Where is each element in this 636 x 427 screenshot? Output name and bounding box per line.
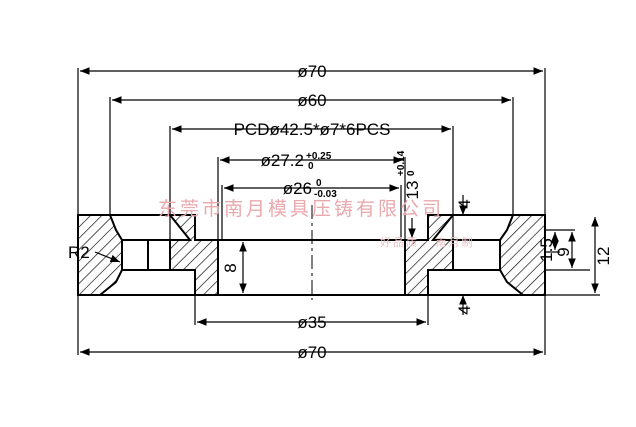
dim-9: 9 [554,247,573,256]
dim-diameter-60: ø60 [297,91,326,110]
dim-outer-70-top: ø70 [297,62,326,81]
dim-outer-70-bottom: ø70 [297,343,326,362]
dim-step-4-top: 4 [455,199,474,208]
watermark-subtext: 好品质 · 南月制 [380,235,475,249]
dim-pcd: PCDø42.5*ø7*6PCS [234,120,391,139]
dim-bore-27-tol-lower: 0 [308,161,314,172]
left-hub [122,239,149,271]
watermark-company: 东莞市南月模具压铸有限公司 [158,198,444,220]
dim-height-8: 8 [221,263,240,272]
dim-bore-27: ø27.2 [261,151,304,170]
dim-groove-13-tol-lower: 0 [406,170,417,176]
dim-12: 12 [594,247,613,266]
dim-diameter-35: ø35 [297,313,326,332]
dim-bore-26-tol-upper: 0 [316,178,322,189]
dim-radius: R2 [68,243,90,262]
dim-groove-13: 13 [403,181,422,200]
dim-1-5: 1.5 [537,238,556,262]
dim-bore-26-tol-lower: -0.03 [314,189,337,200]
dim-bore-26: ø26 [283,179,312,198]
dim-step-4-bottom: 4 [455,305,474,314]
dim-groove-13-tol-upper: +0.14 [396,150,407,176]
dimension-lines [77,67,600,356]
dim-bore-27-tol-upper: +0.25 [306,151,332,162]
left-web [167,214,219,296]
